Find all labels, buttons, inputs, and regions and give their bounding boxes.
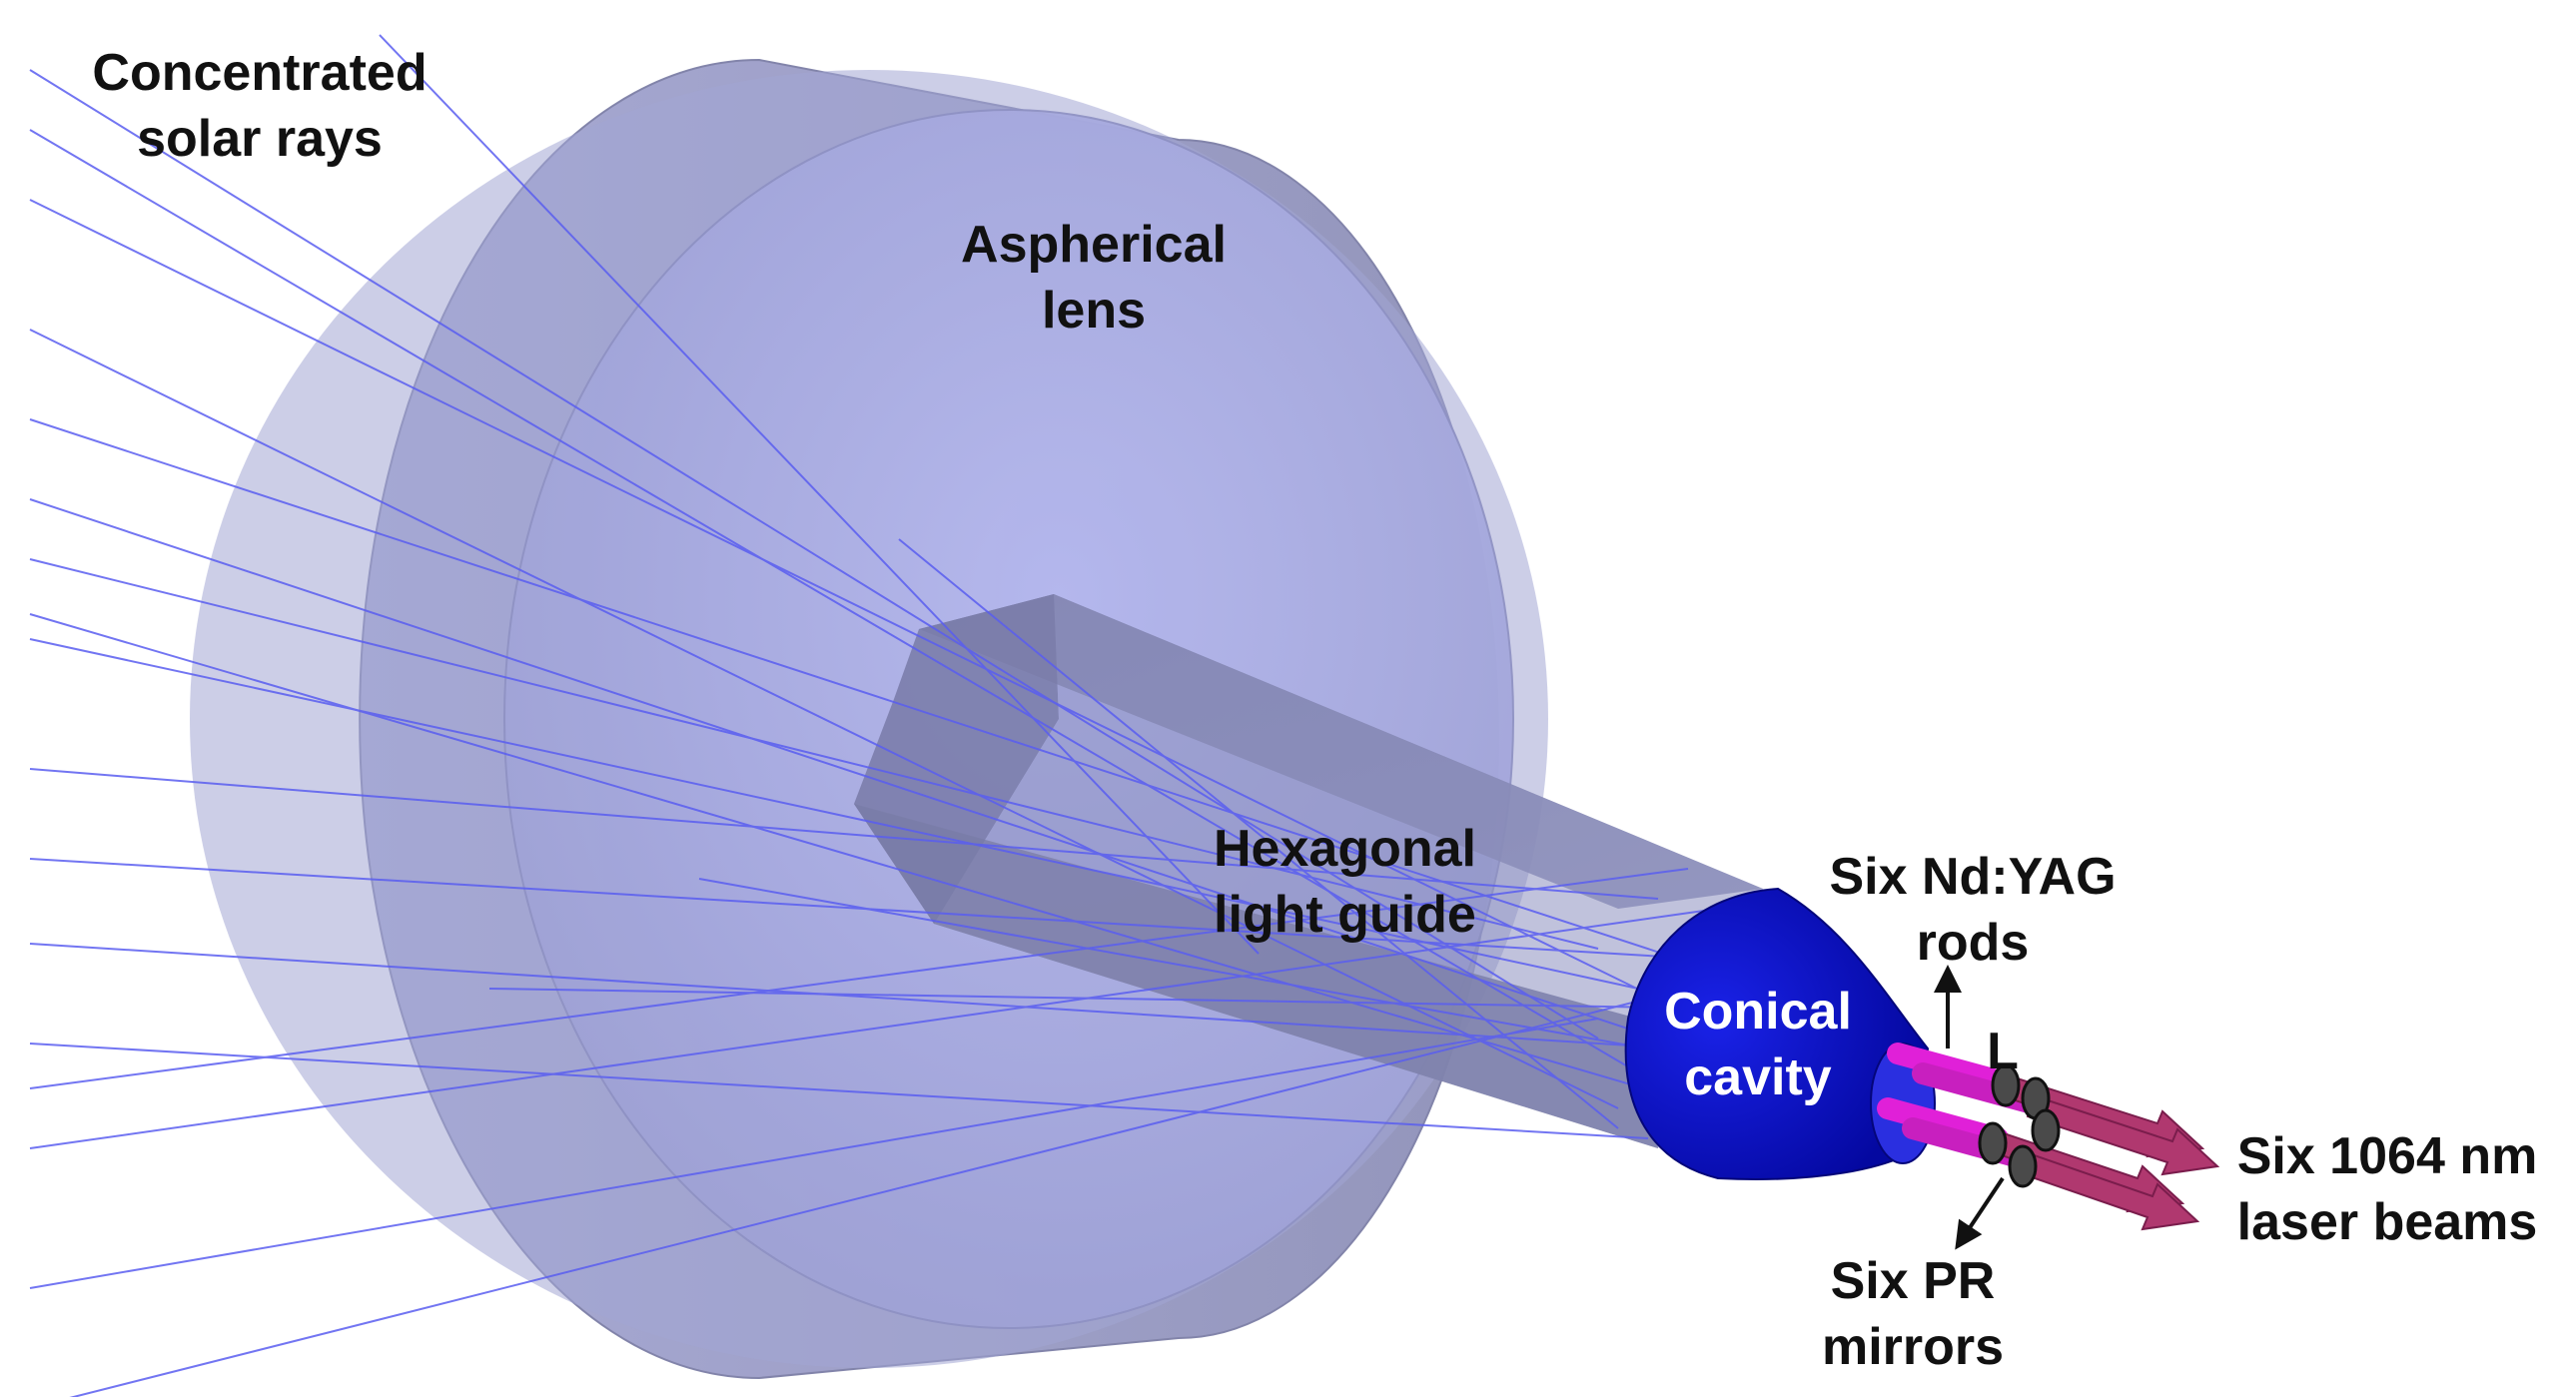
mirrors-pointer-arrow bbox=[1955, 1176, 2005, 1250]
laser-rods-and-beams bbox=[1877, 1043, 2220, 1231]
label-aspherical-lens: Aspherical lens bbox=[961, 216, 1227, 340]
pr-mirror bbox=[1978, 1121, 2008, 1165]
pr-mirror bbox=[2008, 1144, 2038, 1188]
pr-mirror bbox=[1991, 1063, 2021, 1107]
solar-rays bbox=[29, 34, 1759, 1397]
label-rod-length: L bbox=[1987, 1023, 2019, 1080]
light-guide-end-face bbox=[854, 594, 1059, 924]
hexagonal-light-guide bbox=[854, 594, 1763, 1148]
pr-mirrors bbox=[1978, 1063, 2061, 1188]
label-conical-cavity: Conical cavity bbox=[1664, 983, 1852, 1106]
label-six-ndyag-rods: Six Nd:YAG rods bbox=[1829, 848, 2117, 972]
laser-beam-arrows bbox=[1991, 1073, 2220, 1231]
label-concentrated-solar-rays: Concentrated solar rays bbox=[92, 44, 428, 168]
pr-mirror bbox=[2031, 1108, 2061, 1152]
cavity-cone bbox=[1624, 887, 1930, 1180]
label-six-laser-beams: Six 1064 nm laser beams bbox=[2236, 1127, 2538, 1251]
label-six-pr-mirrors: Six PR mirrors bbox=[1821, 1252, 2005, 1376]
light-guide-middle-face bbox=[934, 594, 1763, 1148]
laser-beam-4 bbox=[2016, 1149, 2200, 1231]
label-hexagonal-light-guide: Hexagonal light guide bbox=[1214, 820, 1476, 944]
